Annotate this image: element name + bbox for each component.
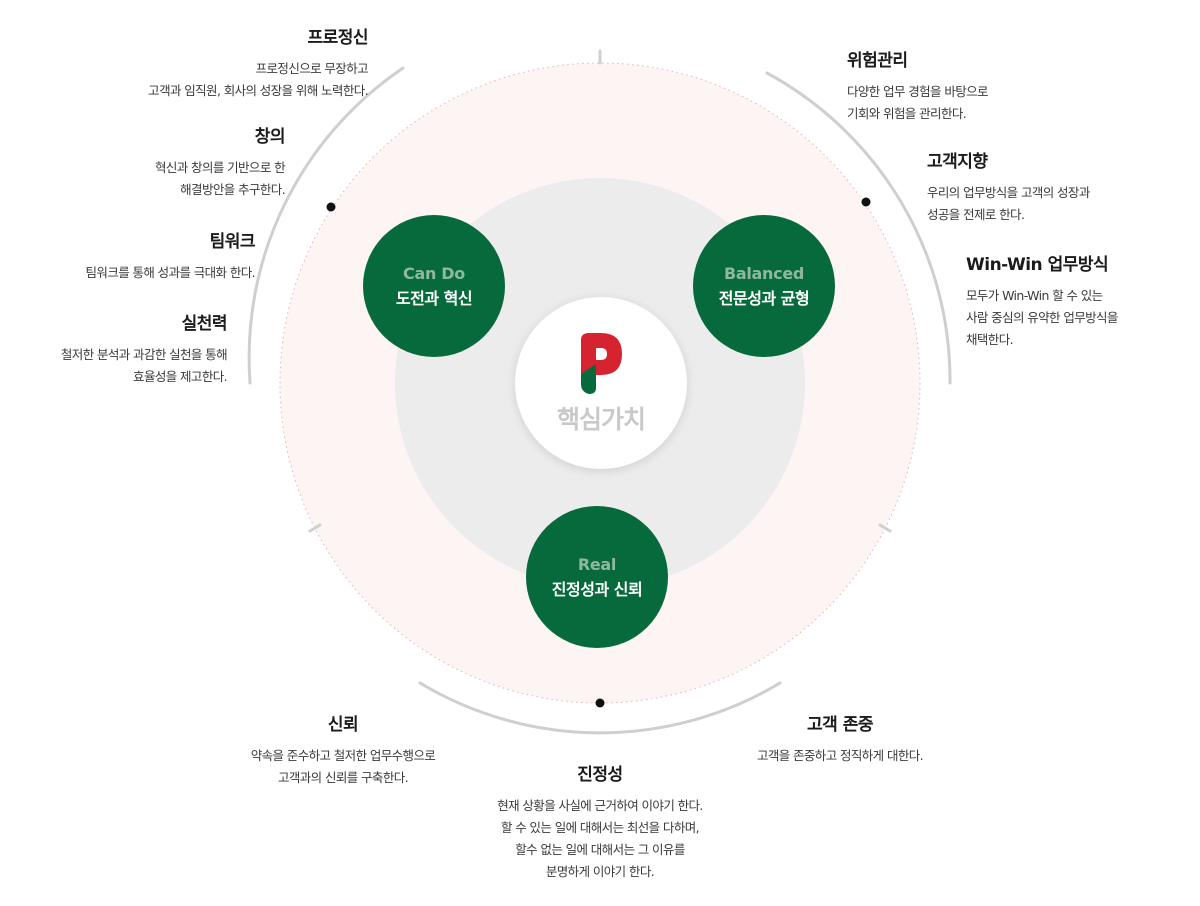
value-ko-label: 도전과 혁신 xyxy=(395,288,473,308)
text-block-bottom-right: 고객 존중 고객을 존중하고 정직하게 대한다. xyxy=(720,710,960,767)
right-arc xyxy=(765,71,952,385)
text-block-left-1: 프로정신 프로정신으로 무장하고 고객과 임직원, 회사의 성장을 위해 노력한… xyxy=(148,23,368,102)
block-title: Win-Win 업무방식 xyxy=(966,255,1109,275)
block-desc: 모두가 Win-Win 할 수 있는 사람 중심의 유약한 업무방식을 채택한다… xyxy=(966,288,1118,347)
block-title: 실천력 xyxy=(181,314,228,334)
block-desc: 혁신과 창의를 기반으로 한 해결방안을 추구한다. xyxy=(154,160,286,197)
block-desc: 철저한 분석과 과감한 실천을 통해 효율성을 제고한다. xyxy=(60,347,228,384)
value-en-label: Can Do xyxy=(403,263,465,283)
value-en-label: Real xyxy=(577,554,617,574)
block-desc: 우리의 업무방식을 고객의 성장과 성공을 전제로 한다. xyxy=(927,185,1090,222)
tick-bottom-right xyxy=(878,523,892,533)
company-logo-icon xyxy=(581,333,622,394)
block-desc: 현재 상황을 사실에 근거하여 이야기 한다. 할 수 있는 일에 대해서는 최… xyxy=(497,798,703,879)
block-desc: 팀워크를 통해 성과를 극대화 한다. xyxy=(85,265,256,280)
value-circle-balanced: Balanced 전문성과 균형 xyxy=(693,215,835,357)
core-value-circle: 핵심가치 xyxy=(515,297,687,469)
text-block-right-2: 고객지향 우리의 업무방식을 고객의 성장과 성공을 전제로 한다. xyxy=(927,147,1090,226)
block-desc: 고객을 존중하고 정직하게 대한다. xyxy=(756,748,924,763)
block-title: 창의 xyxy=(254,127,286,147)
block-title: 신뢰 xyxy=(327,715,359,735)
text-block-left-3: 팀워크 팀워크를 통해 성과를 극대화 한다. xyxy=(85,227,256,284)
block-title: 위험관리 xyxy=(847,51,908,71)
block-title: 진정성 xyxy=(577,765,623,785)
block-desc: 약속을 준수하고 철저한 업무수행으로 고객과의 신뢰를 구축한다. xyxy=(250,748,436,785)
text-block-left-2: 창의 혁신과 창의를 기반으로 한 해결방안을 추구한다. xyxy=(154,122,286,201)
tick-bottom-left xyxy=(308,523,322,533)
text-block-right-1: 위험관리 다양한 업무 경험을 바탕으로 기회와 위험을 관리한다. xyxy=(847,46,989,125)
value-circle-real: Real 진정성과 신뢰 xyxy=(526,506,668,648)
block-desc: 프로정신으로 무장하고 고객과 임직원, 회사의 성장을 위해 노력한다. xyxy=(148,61,368,98)
value-circle-can-do: Can Do 도전과 혁신 xyxy=(363,215,505,357)
marker-left xyxy=(326,202,336,212)
block-title: 프로정신 xyxy=(307,28,368,48)
text-block-bottom-left: 신뢰 약속을 준수하고 철저한 업무수행으로 고객과의 신뢰를 구축한다. xyxy=(200,710,486,789)
core-label: 핵심가치 xyxy=(556,405,646,434)
block-title: 팀워크 xyxy=(209,232,256,252)
marker-bottom xyxy=(595,698,605,708)
value-ko-label: 전문성과 균형 xyxy=(718,288,810,308)
value-ko-label: 진정성과 신뢰 xyxy=(551,579,643,599)
left-arc xyxy=(247,66,405,385)
text-block-bottom-center: 진정성 현재 상황을 사실에 근거하여 이야기 한다. 할 수 있는 일에 대해… xyxy=(440,760,760,883)
bottom-arc xyxy=(418,681,782,735)
text-block-left-4: 실천력 철저한 분석과 과감한 실천을 통해 효율성을 제고한다. xyxy=(60,309,228,388)
text-block-right-3: Win-Win 업무방식 모두가 Win-Win 할 수 있는 사람 중심의 유… xyxy=(966,250,1118,351)
block-desc: 다양한 업무 경험을 바탕으로 기회와 위험을 관리한다. xyxy=(847,84,989,121)
value-en-label: Balanced xyxy=(723,263,805,283)
block-title: 고객지향 xyxy=(927,152,988,172)
block-title: 고객 존중 xyxy=(807,715,873,735)
marker-right xyxy=(861,197,871,207)
